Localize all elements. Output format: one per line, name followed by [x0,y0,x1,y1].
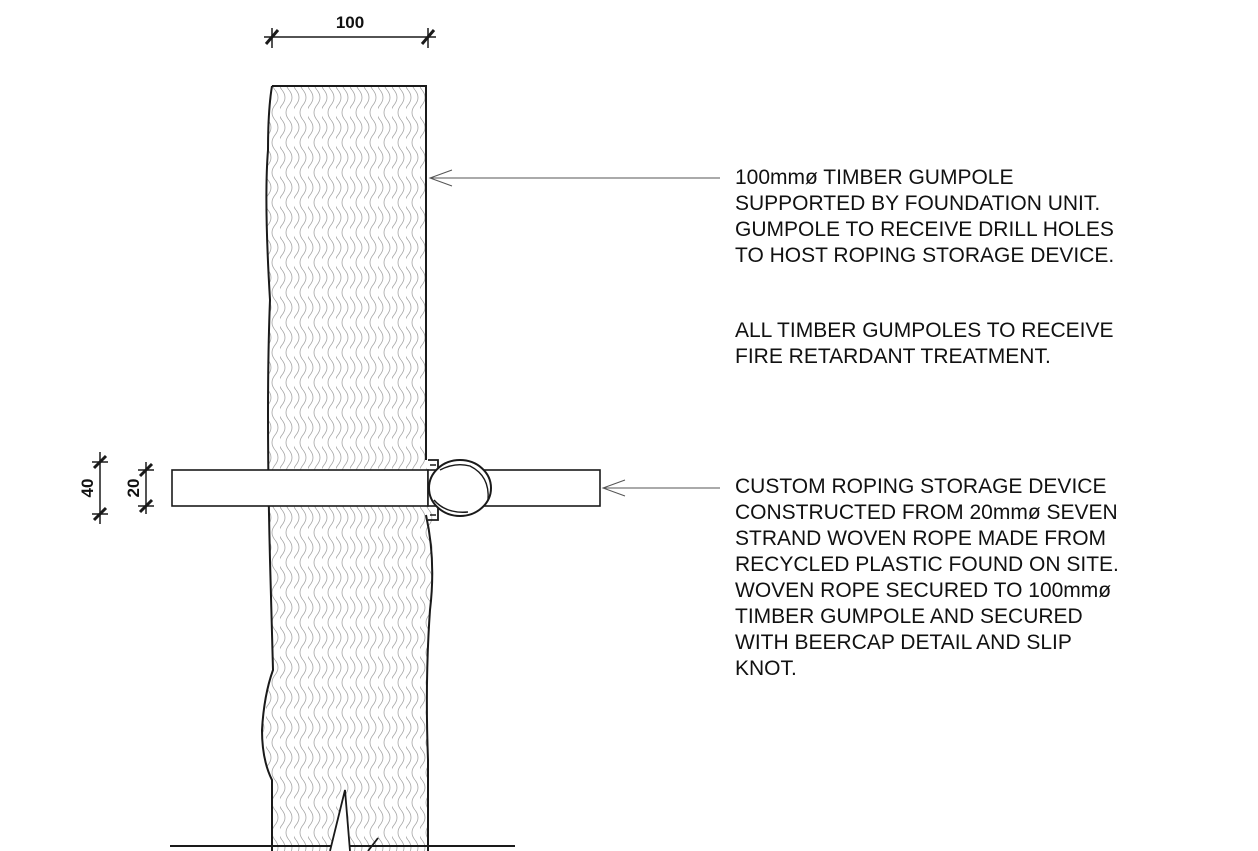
note-line: FIRE RETARDANT TREATMENT. [735,345,1051,368]
dimension-label-20: 20 [124,479,143,498]
note-line: CUSTOM ROPING STORAGE DEVICE [735,475,1107,498]
note-line: GUMPOLE TO RECEIVE DRILL HOLES [735,218,1114,241]
note-line: WITH BEERCAP DETAIL AND SLIP [735,631,1072,654]
note-gumpole-description: 100mmø TIMBER GUMPOLE SUPPORTED BY FOUND… [735,165,1114,269]
leader-rope [601,479,720,497]
dimension-rope-outer: 40 [78,452,108,524]
leader-gumpole [428,169,720,187]
dimension-rope-inner: 20 [124,462,154,514]
note-line: 100mmø TIMBER GUMPOLE [735,166,1014,189]
slip-knot [428,459,492,517]
dimension-label-100: 100 [336,13,364,32]
gumpole-outline [260,85,434,851]
note-line: SUPPORTED BY FOUNDATION UNIT. [735,192,1101,215]
note-line: CONSTRUCTED FROM 20mmø SEVEN [735,501,1118,524]
note-line: ALL TIMBER GUMPOLES TO RECEIVE [735,319,1114,342]
roping-storage-device [171,459,601,521]
note-line: WOVEN ROPE SECURED TO 100mmø [735,579,1112,602]
foundation-base [170,789,515,851]
note-roping-storage-device: CUSTOM ROPING STORAGE DEVICE CONSTRUCTED… [735,474,1119,682]
dimension-label-40: 40 [78,479,97,498]
timber-gumpole [260,85,434,851]
note-line: TIMBER GUMPOLE AND SECURED [735,605,1083,628]
note-line: STRAND WOVEN ROPE MADE FROM [735,527,1107,550]
note-line: TO HOST ROPING STORAGE DEVICE. [735,244,1115,267]
note-line: RECYCLED PLASTIC FOUND ON SITE. [735,553,1119,576]
note-line: KNOT. [735,657,797,680]
note-gumpole-treatment: ALL TIMBER GUMPOLES TO RECEIVE FIRE RETA… [735,318,1114,370]
dimension-pole-width: 100 [264,13,436,48]
